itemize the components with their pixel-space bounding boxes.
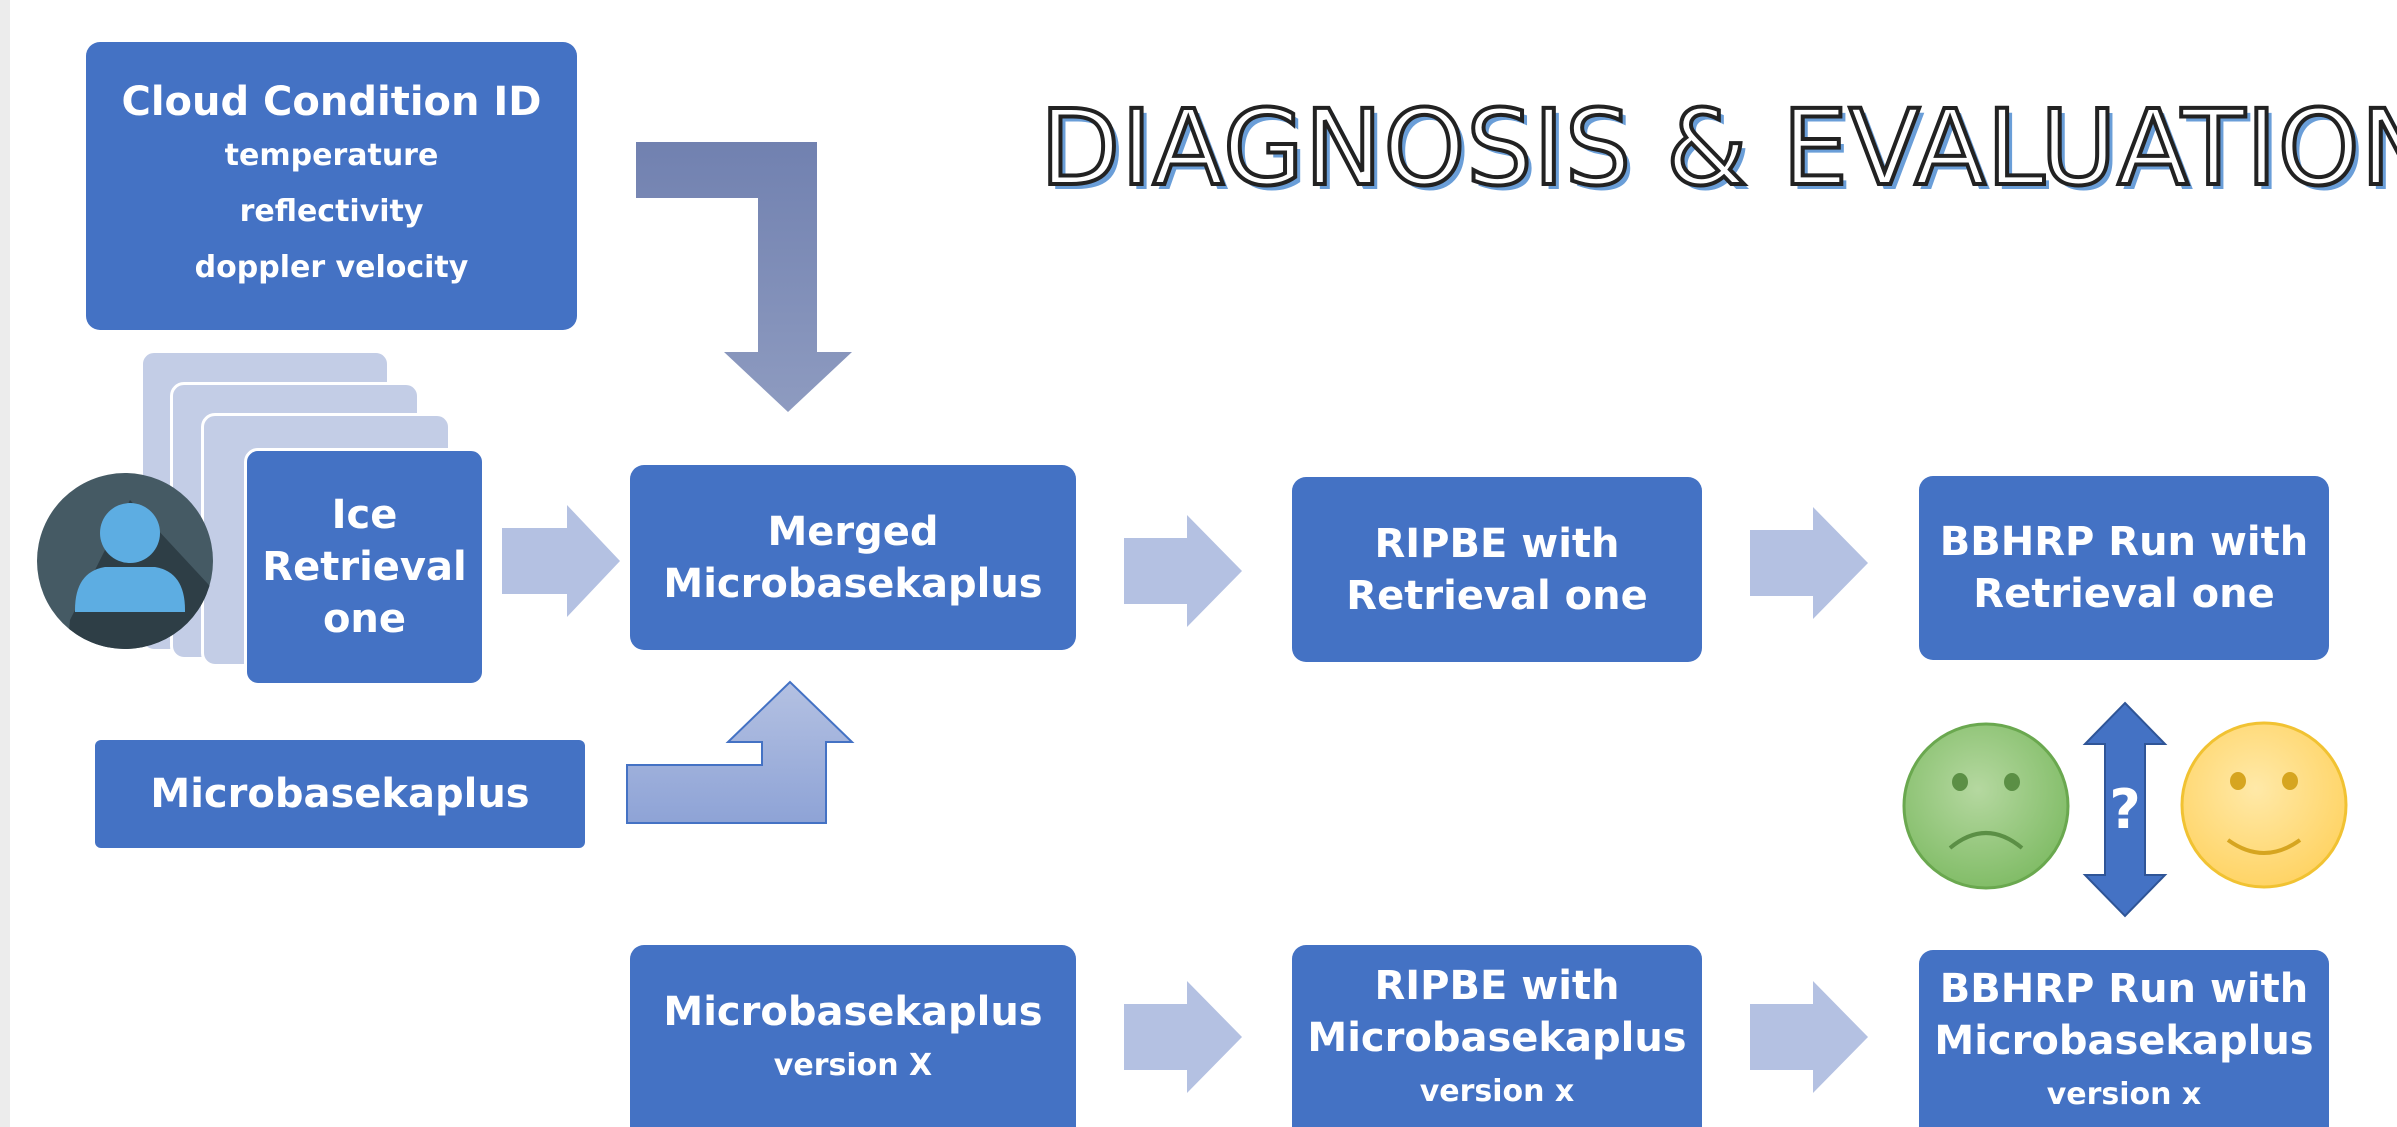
- arrow-microbase-to-ripbe: [1124, 981, 1242, 1093]
- ice-retrieval-line-3: one: [322, 596, 407, 642]
- bbhrp-microbase-box: BBHRP Run with Microbasekaplus version x: [1919, 950, 2329, 1127]
- bbhrp-microbase-line-1: BBHRP Run with: [1939, 965, 2309, 1012]
- merged-line-2: Microbasekaplus: [663, 560, 1043, 607]
- bbhrp-retrieval-box: BBHRP Run with Retrieval one: [1919, 476, 2329, 660]
- bbhrp-retrieval-line-2: Retrieval one: [1973, 571, 2275, 617]
- ripbe-microbase-box: RIPBE with Microbasekaplus version x: [1292, 945, 1702, 1127]
- bbhrp-microbase-version: version x: [2046, 1076, 2202, 1112]
- arrow-ice-to-merged: [502, 505, 620, 617]
- ice-retrieval-line-1: Ice: [331, 492, 398, 538]
- ripbe-retrieval-box: RIPBE with Retrieval one: [1292, 477, 1702, 662]
- microbase-box: Microbasekaplus: [95, 740, 585, 848]
- bbhrp-microbase-line-2: Microbasekaplus: [1934, 1017, 2314, 1064]
- diagram-title: DIAGNOSIS & EVALUATION: [1038, 86, 2397, 210]
- user-avatar-icon: [37, 473, 213, 649]
- ripbe-retrieval-line-1: RIPBE with: [1374, 520, 1620, 567]
- microbase-version-label: Microbasekaplus: [663, 989, 1043, 1035]
- microbase-label: Microbasekaplus: [150, 771, 530, 817]
- cloud-condition-item-doppler: doppler velocity: [194, 250, 469, 285]
- sad-face-icon: [1902, 722, 2070, 890]
- ice-retrieval-line-2: Retrieval: [262, 544, 467, 590]
- cloud-condition-item-temperature: temperature: [224, 138, 439, 173]
- cloud-condition-heading: Cloud Condition ID: [121, 79, 542, 125]
- compare-question-mark: ?: [2109, 778, 2140, 841]
- ice-retrieval-box: Ice Retrieval one: [244, 448, 485, 686]
- merged-line-1: Merged: [767, 508, 939, 555]
- happy-face-icon: [2180, 721, 2348, 889]
- compare-double-arrow: [2082, 701, 2168, 918]
- up-bent-arrow: [626, 680, 855, 824]
- microbase-version-text: version X: [773, 1048, 933, 1083]
- ripbe-microbase-version: version x: [1419, 1074, 1575, 1109]
- ripbe-microbase-line-2: Microbasekaplus: [1307, 1015, 1687, 1061]
- cloud-condition-box: Cloud Condition ID temperature reflectiv…: [86, 42, 577, 330]
- merged-box: Merged Microbasekaplus: [630, 465, 1076, 650]
- down-bent-arrow: [636, 142, 852, 412]
- arrow-merged-to-ripbe: [1124, 515, 1242, 627]
- bbhrp-retrieval-line-1: BBHRP Run with: [1939, 519, 2309, 565]
- arrow-ripbe-to-bbhrp-version: [1750, 981, 1868, 1093]
- arrow-ripbe-to-bbhrp: [1750, 507, 1868, 619]
- ripbe-microbase-line-1: RIPBE with: [1374, 963, 1620, 1009]
- microbase-version-box: Microbasekaplus version X: [630, 945, 1076, 1127]
- cloud-condition-item-reflectivity: reflectivity: [239, 194, 424, 229]
- ripbe-retrieval-line-2: Retrieval one: [1346, 572, 1648, 619]
- left-edge: [0, 0, 10, 1127]
